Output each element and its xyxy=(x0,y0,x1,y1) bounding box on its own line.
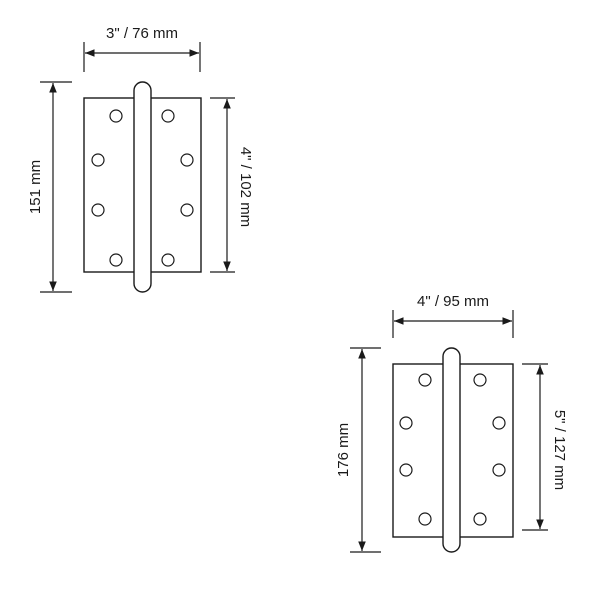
screw-hole xyxy=(473,512,487,526)
overall-height-label: 151 mm xyxy=(27,160,44,214)
screw-hole xyxy=(180,203,194,217)
leaf-height-label: 5" / 127 mm xyxy=(551,410,568,490)
width-dimension: 4" / 95 mm xyxy=(392,293,514,338)
screw-hole xyxy=(180,153,194,167)
screw-hole xyxy=(399,463,413,477)
leaf-height-dimension: 5" / 127 mm xyxy=(522,363,568,531)
width-label: 4" / 95 mm xyxy=(417,293,489,310)
leaf-height-dimension: 4" / 102 mm xyxy=(210,97,254,273)
screw-hole xyxy=(473,373,487,387)
screw-hole xyxy=(91,203,105,217)
hinge-small: 3" / 76 mm 151 mm 4" / 102 mm xyxy=(27,25,254,293)
screw-hole xyxy=(109,253,123,267)
screw-hole xyxy=(161,253,175,267)
hinge-barrel xyxy=(133,81,152,293)
screw-hole xyxy=(492,463,506,477)
screw-hole xyxy=(418,512,432,526)
screw-holes xyxy=(91,109,194,267)
screw-hole xyxy=(109,109,123,123)
screw-hole xyxy=(399,416,413,430)
screw-hole xyxy=(418,373,432,387)
screw-hole xyxy=(492,416,506,430)
overall-height-dimension: 151 mm xyxy=(27,81,72,293)
width-label: 3" / 76 mm xyxy=(106,25,178,42)
hinge-large: 4" / 95 mm 176 mm 5" / 127 mm xyxy=(335,293,568,553)
hinge-barrel xyxy=(442,347,461,553)
screw-hole xyxy=(91,153,105,167)
overall-height-dimension: 176 mm xyxy=(335,347,381,553)
overall-height-label: 176 mm xyxy=(335,423,352,477)
width-dimension: 3" / 76 mm xyxy=(83,25,201,72)
leaf-height-label: 4" / 102 mm xyxy=(237,147,254,227)
screw-hole xyxy=(161,109,175,123)
screw-holes xyxy=(399,373,506,526)
